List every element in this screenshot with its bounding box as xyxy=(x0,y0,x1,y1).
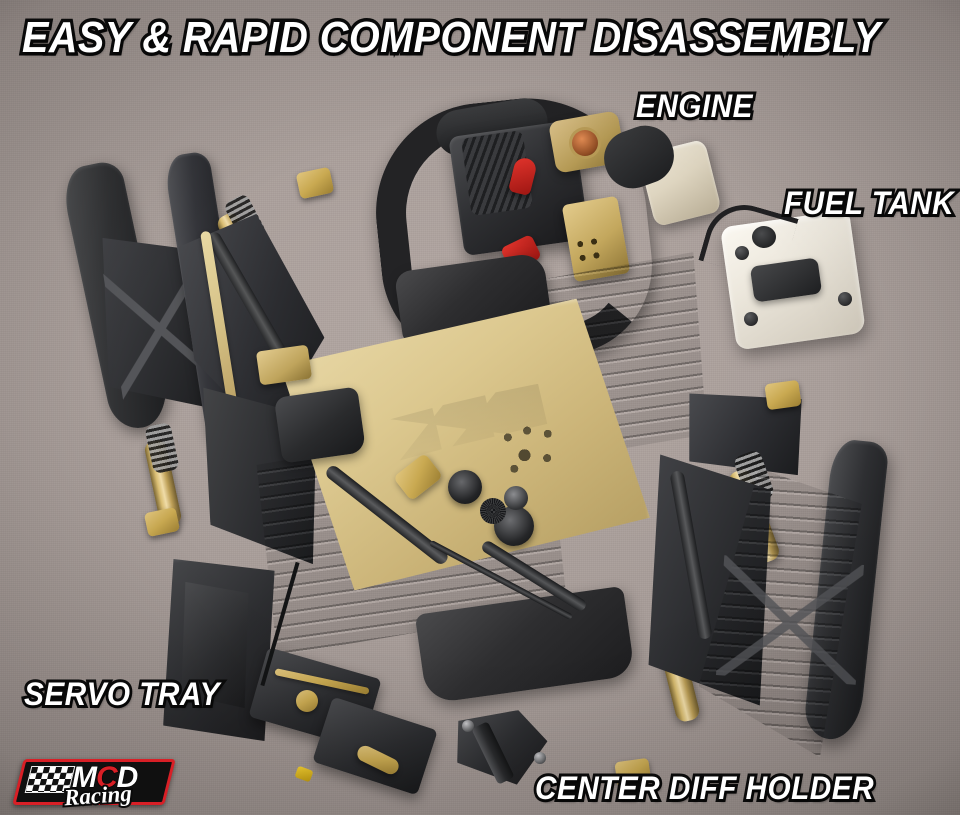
chassis-plate-hole-cluster xyxy=(496,419,570,483)
fuel-tank-neck xyxy=(752,226,776,248)
fuel-tank-mount-c xyxy=(744,312,758,326)
page-title: EASY & RAPID COMPONENT DISASSEMBLY xyxy=(19,12,884,63)
center-diff-holder-screw-b xyxy=(534,752,546,764)
callout-fuel-tank: FUEL TANK xyxy=(781,184,956,222)
carburetor-barrel xyxy=(572,130,598,156)
callout-servo-tray: SERVO TRAY xyxy=(21,675,222,713)
servo-bellcrank xyxy=(296,690,318,712)
logo-brand-d: D xyxy=(116,761,139,794)
callout-engine: ENGINE xyxy=(633,87,755,125)
front-bulkhead-boot xyxy=(273,386,367,464)
mcd-racing-logo: MCD Racing xyxy=(12,755,176,813)
center-diff-gear-front xyxy=(448,470,482,504)
engine-mount-holes xyxy=(573,233,613,273)
front-bulkhead-brass xyxy=(255,344,313,386)
logo-tagline: Racing xyxy=(61,779,134,813)
rear-hub-nut-right xyxy=(764,379,802,411)
logo-brand-m: M xyxy=(72,761,98,794)
fuel-tank-mount-b xyxy=(838,292,852,306)
center-diff-holder-screw-a xyxy=(462,720,474,732)
rear-brace-web-right xyxy=(715,555,865,685)
fuel-tank-mount-a xyxy=(735,246,749,260)
center-diff-pinion xyxy=(480,498,506,524)
callout-center-diff-holder: CENTER DIFF HOLDER xyxy=(532,769,876,807)
center-brake-disc xyxy=(504,486,528,510)
logo-brand-text: MCD xyxy=(72,761,139,794)
logo-brand-c: C xyxy=(96,761,119,794)
